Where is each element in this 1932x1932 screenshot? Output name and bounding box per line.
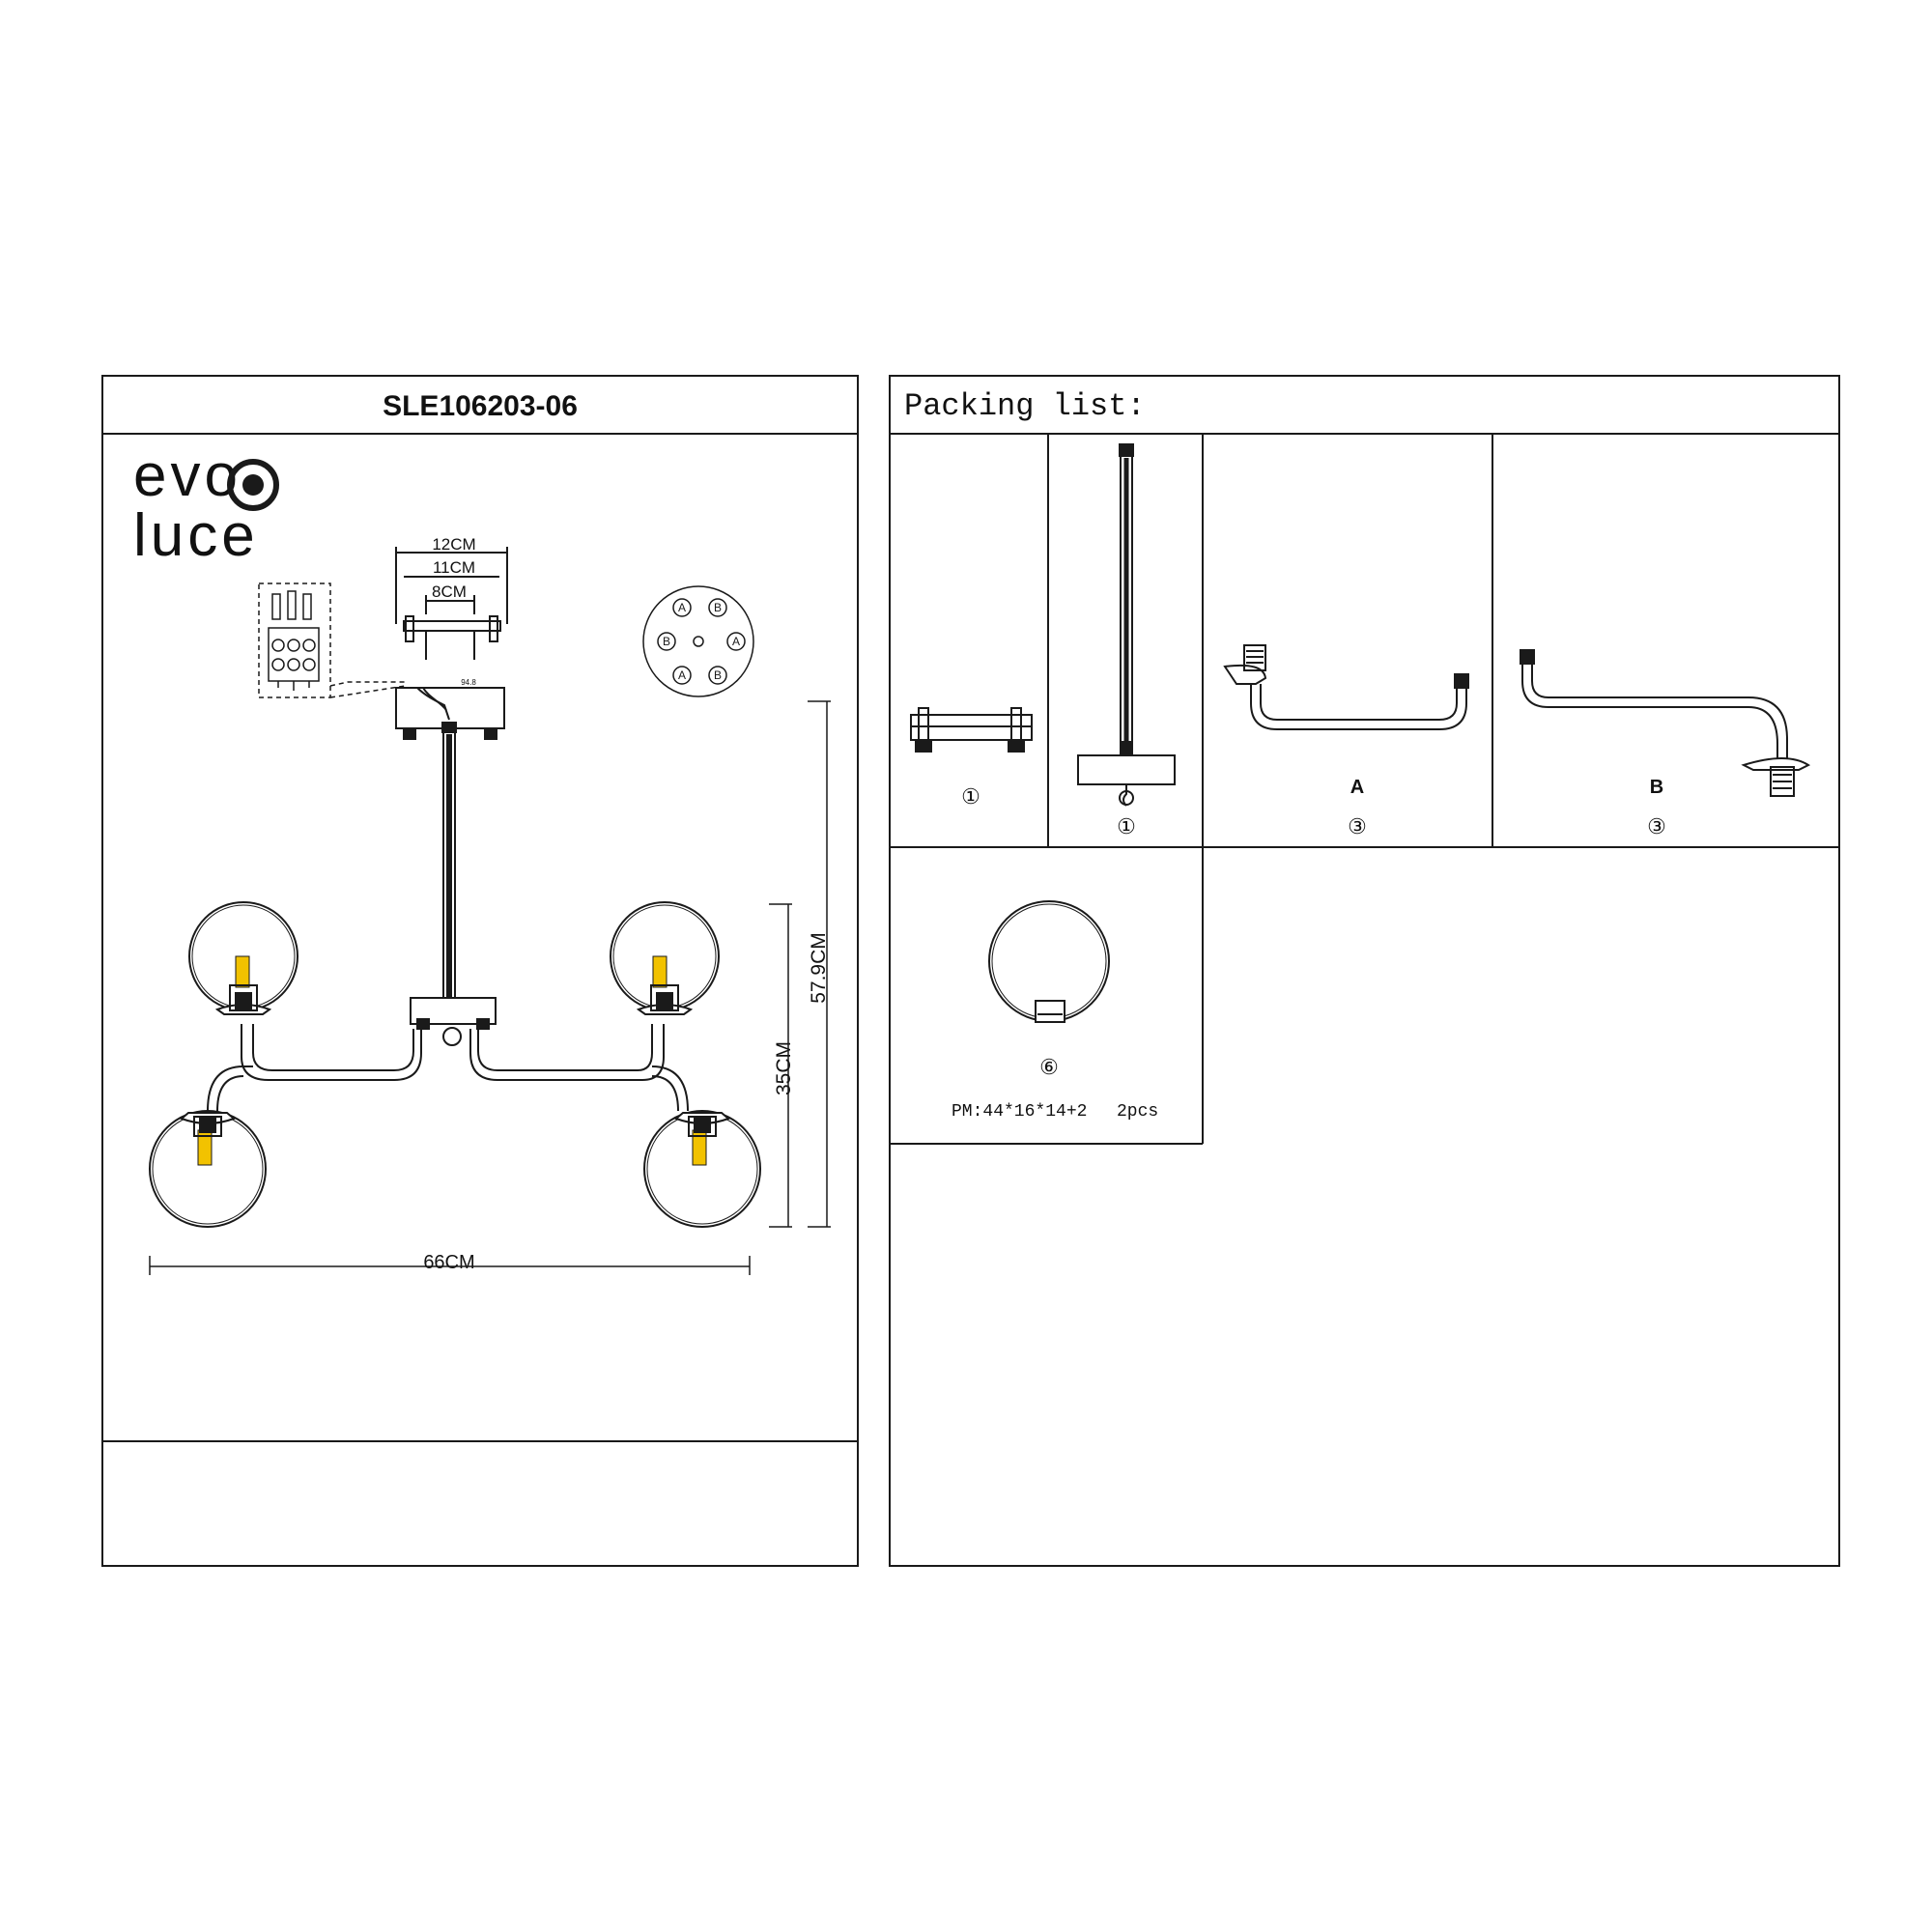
chandelier-drawing: A B B A A B bbox=[149, 547, 831, 1275]
dim-canopy-small: 94.8 bbox=[461, 678, 476, 687]
packing-item-bracket bbox=[910, 707, 1033, 753]
hub-port-label: A bbox=[678, 601, 686, 614]
brand-logo: evo luce bbox=[133, 446, 298, 572]
hub-port-label: A bbox=[732, 635, 740, 648]
dim-mount-holes: 8CM bbox=[432, 582, 467, 601]
packing-caption-arm-a: A bbox=[1350, 777, 1365, 798]
packing-item-arm-a bbox=[1223, 644, 1469, 730]
brand-logo-line1: evo bbox=[133, 442, 242, 509]
brand-logo-line2: luce bbox=[133, 502, 259, 569]
hub-port-label: B bbox=[663, 635, 670, 648]
hub-port-label: B bbox=[714, 668, 722, 682]
packing-list-title: Packing list: bbox=[904, 388, 1146, 424]
spec-sheet-panel: SLE106203-06 bbox=[101, 375, 859, 1567]
packing-qty-arm-a: ③ bbox=[1348, 814, 1367, 838]
footer-row bbox=[103, 1440, 857, 1442]
dim-mount-outer: 12CM bbox=[432, 535, 476, 554]
packing-qty-arm-b: ③ bbox=[1647, 814, 1666, 838]
model-header: SLE106203-06 bbox=[103, 377, 857, 435]
packing-item-rod bbox=[1077, 443, 1176, 807]
packing-qty-globe: ⑥ bbox=[1039, 1055, 1059, 1079]
packing-caption-arm-b: B bbox=[1649, 777, 1664, 798]
packing-list-grid bbox=[889, 434, 1840, 1145]
hub-port-label: B bbox=[714, 601, 722, 614]
package-count: 2pcs bbox=[1117, 1102, 1159, 1122]
packing-list-header: Packing list: bbox=[891, 377, 1838, 435]
packing-qty-bracket: ① bbox=[961, 784, 980, 809]
package-note: PM:44*16*14+2 bbox=[952, 1102, 1088, 1122]
packing-item-arm-b bbox=[1520, 649, 1811, 797]
hub-port-label: A bbox=[678, 668, 686, 682]
packing-qty-rod: ① bbox=[1117, 814, 1136, 838]
dim-width: 66CM bbox=[423, 1252, 475, 1273]
brand-target-icon bbox=[227, 459, 279, 511]
packing-item-globe bbox=[988, 900, 1110, 1023]
dim-mount-inner: 11CM bbox=[432, 558, 476, 577]
packing-list-panel: Packing list: bbox=[889, 375, 1840, 1567]
model-number: SLE106203-06 bbox=[383, 390, 578, 422]
